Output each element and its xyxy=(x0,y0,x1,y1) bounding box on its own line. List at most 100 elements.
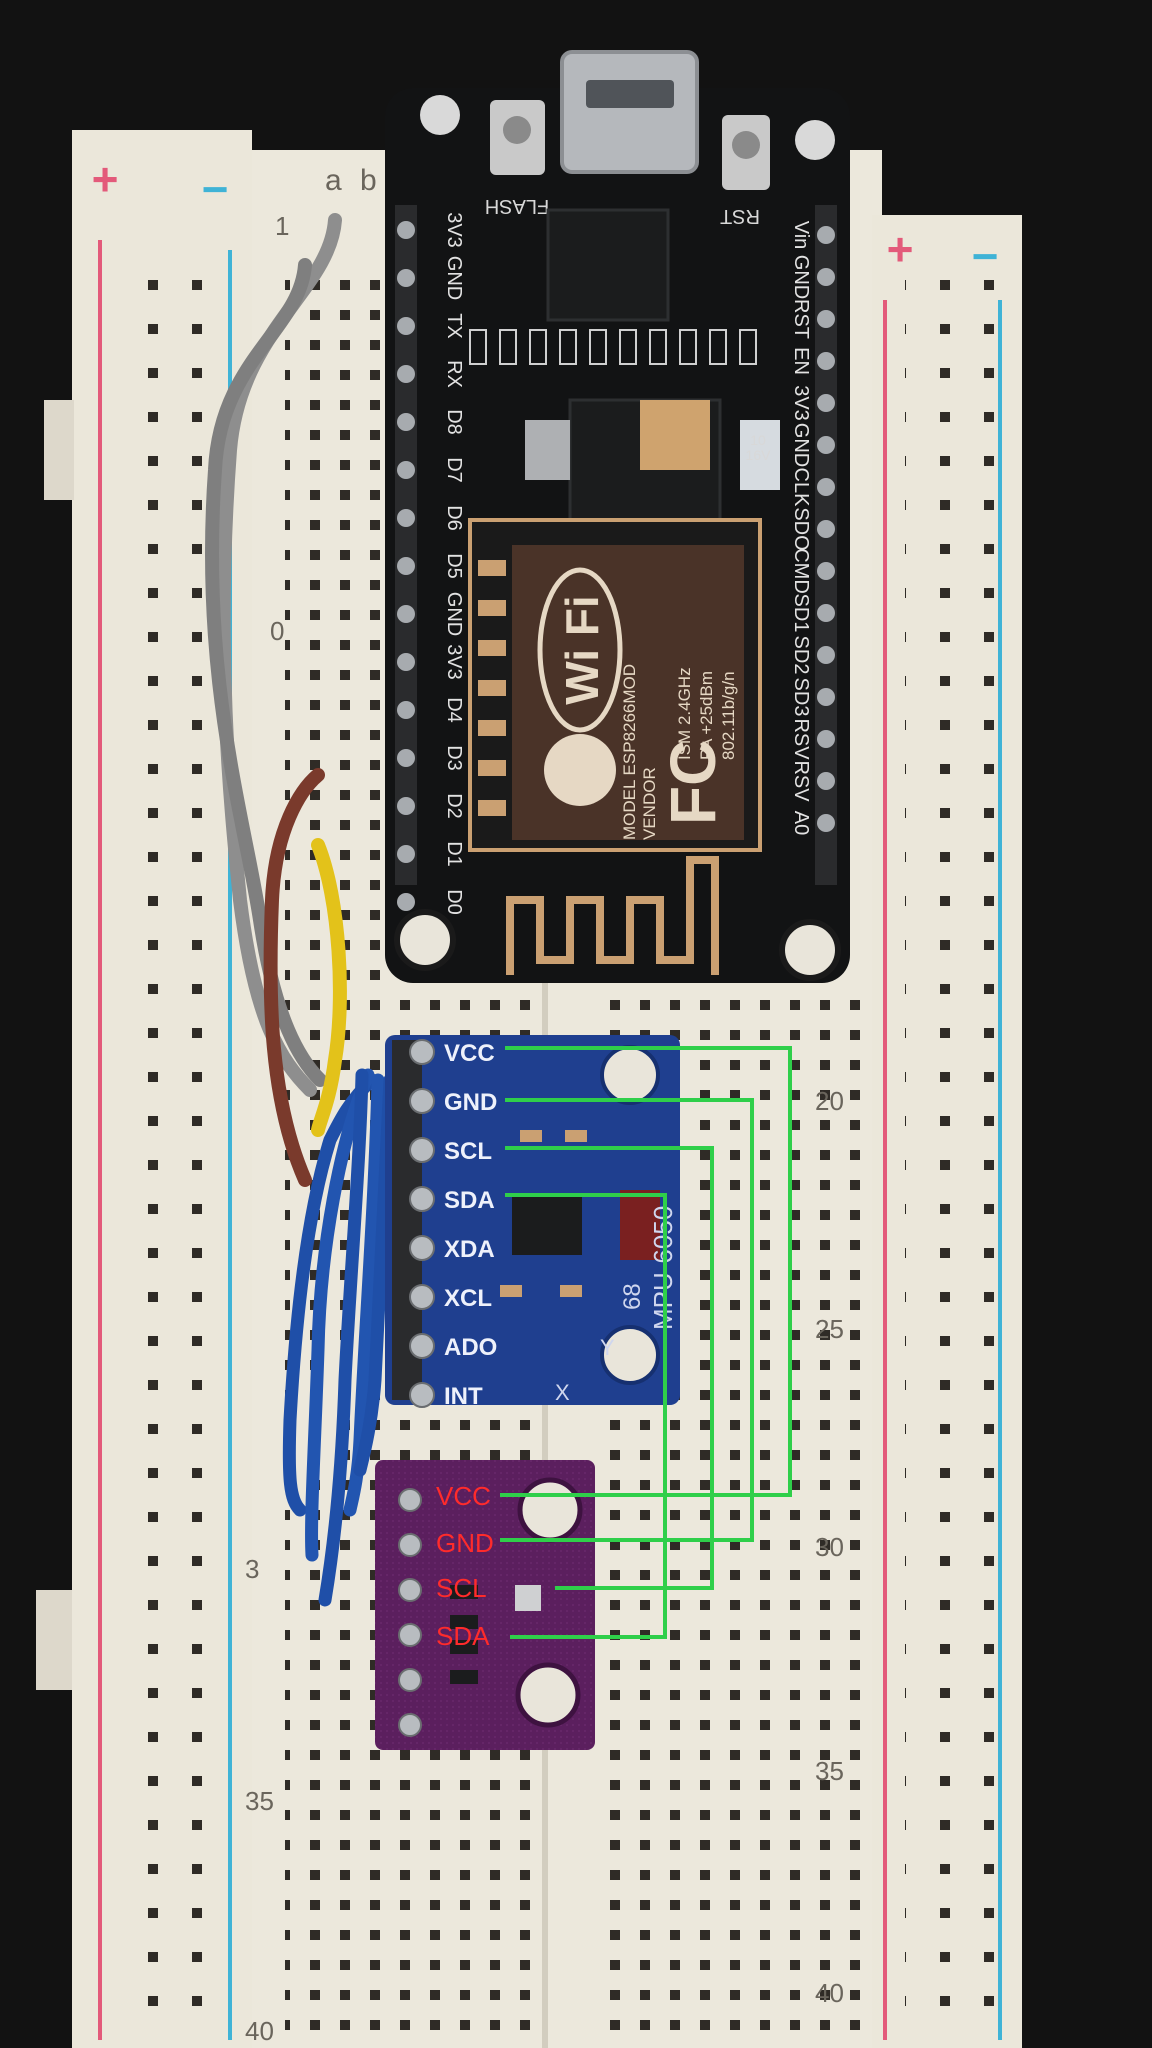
mpu6050-pin xyxy=(409,1039,435,1065)
nodemcu-right-pin xyxy=(817,268,835,286)
mpu6050-pin-label: XDA xyxy=(444,1236,495,1263)
mpu6050-pin xyxy=(409,1284,435,1310)
nodemcu-left-pin xyxy=(397,413,415,431)
mpu6050-chip xyxy=(512,1195,582,1255)
mpu6050-pin xyxy=(409,1235,435,1261)
svg-text:Wi Fi: Wi Fi xyxy=(556,595,608,704)
wifi-logo: Wi Fi xyxy=(537,567,623,733)
bmp-pin-label-scl: SCL xyxy=(436,1573,487,1603)
nodemcu-left-pin xyxy=(397,221,415,239)
row-number-20: 20 xyxy=(815,1086,844,1116)
mpu6050-pin xyxy=(409,1382,435,1408)
bmp-module xyxy=(375,1460,595,1750)
nodemcu-left-pin xyxy=(397,893,415,911)
nodemcu-left-pin-label: D2 xyxy=(443,793,465,819)
nodemcu-left-pin-label: D0 xyxy=(443,889,465,915)
nodemcu-right-pin-label: CMD xyxy=(790,548,812,594)
nodemcu-left-pin xyxy=(397,653,415,671)
nodemcu-right-pin xyxy=(817,688,835,706)
nodemcu-left-pin xyxy=(397,605,415,623)
mpu6050-pin-label: GND xyxy=(444,1089,497,1116)
mpu6050-axis-x: X xyxy=(555,1380,570,1405)
nodemcu-right-pin-label: A0 xyxy=(790,811,812,835)
nodemcu-left-pin-label: TX xyxy=(443,313,465,339)
nodemcu-left-pin-label: RX xyxy=(443,360,465,388)
esp-standard: 802.11b/g/n xyxy=(719,671,738,760)
nodemcu-right-pin xyxy=(817,394,835,412)
nodemcu-right-pin-label: GND xyxy=(790,255,812,299)
nodemcu-left-pin xyxy=(397,557,415,575)
nodemcu-right-pin-label: Vin xyxy=(790,221,812,250)
nodemcu-left-pin xyxy=(397,461,415,479)
nodemcu-right-pin-label: SD3 xyxy=(790,678,812,717)
nodemcu-right-pin xyxy=(817,310,835,328)
mpu6050-pin-label: VCC xyxy=(444,1040,495,1067)
mpu6050-pin xyxy=(409,1333,435,1359)
nodemcu-right-pin-label: RSV xyxy=(790,760,812,802)
right-rail-minus-label: − xyxy=(972,230,999,282)
capacitor xyxy=(740,420,780,490)
usb-serial-chip xyxy=(546,208,670,322)
nodemcu-right-pin-label: CLK xyxy=(790,468,812,508)
row-number-25: 25 xyxy=(815,1314,844,1344)
bmp-header-pins xyxy=(398,1488,422,1737)
nodemcu-right-pin xyxy=(817,646,835,664)
right-header xyxy=(815,205,837,885)
mpu6050-pin-label: INT xyxy=(444,1383,483,1410)
bmp-pin-label-sda: SDA xyxy=(436,1621,490,1651)
gnd-connection xyxy=(500,1098,754,1542)
nodemcu-right-pin xyxy=(817,352,835,370)
esp-model: MODEL ESP8266MOD xyxy=(620,664,639,840)
row-number-35: 35 xyxy=(815,1756,844,1786)
nodemcu-left-pin-label: D1 xyxy=(443,841,465,867)
nodemcu-left-pin xyxy=(397,509,415,527)
nodemcu-right-pin-label: SD2 xyxy=(790,636,812,675)
mpu6050-pin xyxy=(409,1137,435,1163)
mpu6050-pin-label: ADO xyxy=(444,1334,497,1361)
nodemcu-right-pin xyxy=(817,478,835,496)
esp-pa: PA +25dBm xyxy=(697,671,716,760)
nodemcu-right-pin-label: SD1 xyxy=(790,594,812,633)
nodemcu-right-pin xyxy=(817,772,835,790)
left-rail-minus-label: − xyxy=(202,163,229,215)
row-number-40-left: 40 xyxy=(245,2016,274,2046)
nodemcu-left-pin xyxy=(397,365,415,383)
connection-overlay xyxy=(500,1046,792,1639)
left-header xyxy=(395,205,417,885)
bmp-sensor-chip xyxy=(515,1585,541,1611)
yellow-wire xyxy=(311,838,347,1137)
right-rail-plus-label: + xyxy=(887,223,914,275)
brown-wire xyxy=(263,768,325,1187)
nodemcu-right-pin xyxy=(817,226,835,244)
nodemcu-left-pin-label: D4 xyxy=(443,697,465,723)
flash-label: FLASH xyxy=(485,195,549,217)
nodemcu-left-pin xyxy=(397,701,415,719)
micro-usb-port xyxy=(560,50,699,174)
column-letter-a: a xyxy=(325,164,342,197)
nodemcu-left-pin-label: D7 xyxy=(443,457,465,483)
left-rail-plus-label: + xyxy=(92,153,119,205)
gray-wire-2 xyxy=(204,258,327,1087)
row-number-30: 30 xyxy=(815,1532,844,1562)
nodemcu-right-pin xyxy=(817,520,835,538)
bmp-pin-label-gnd: GND xyxy=(436,1528,494,1558)
mpu6050-addr-label: 68 xyxy=(619,1283,646,1310)
nodemcu-right-pin-label: EN xyxy=(790,347,812,375)
esp-module-text: MODEL ESP8266MOD VENDOR ISM 2.4GHz PA +2… xyxy=(620,664,738,840)
nodemcu-left-pin-label: D5 xyxy=(443,553,465,579)
row-number-0: 0 xyxy=(270,616,284,646)
espressif-logo xyxy=(544,734,616,806)
nodemcu-right-pin-labels: VinGNDRSTEN3V3GNDCLKSDOCMDSD1SD2SD3RSVRS… xyxy=(790,221,835,835)
nodemcu-left-pin-label: D8 xyxy=(443,409,465,435)
column-letter-b: b xyxy=(360,164,377,197)
mpu6050-pin-label: SDA xyxy=(444,1187,495,1214)
jumper-wires xyxy=(204,213,397,1607)
nodemcu-right-pin-label: RST xyxy=(790,299,812,339)
nodemcu-left-pin-label: 3V3 xyxy=(443,644,465,680)
mpu6050-pin-label: XCL xyxy=(444,1285,492,1312)
nodemcu-right-pin-label: 3V3 xyxy=(790,385,812,421)
mpu6050-axis-y: Y xyxy=(600,1335,615,1360)
